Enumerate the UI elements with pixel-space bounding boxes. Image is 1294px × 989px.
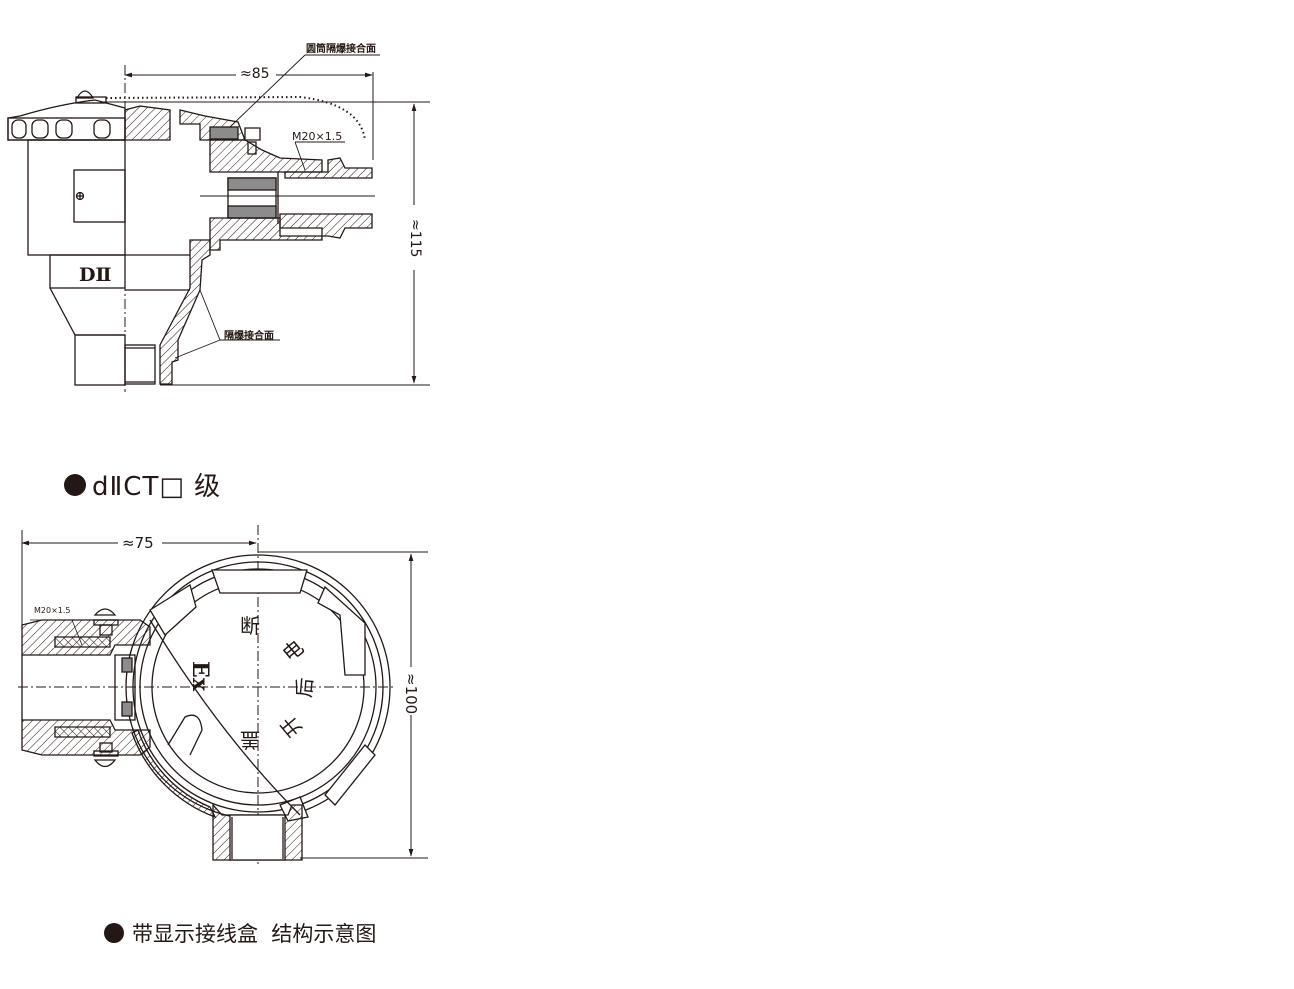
warning-char-1: 断 — [240, 614, 260, 638]
bottom-drawing-svg — [18, 525, 428, 865]
bullet-icon — [104, 923, 124, 943]
warning-char-5: 盖 — [240, 728, 260, 752]
thread-spec-label: M20×1.5 — [292, 130, 343, 143]
height-dimension-label: ≈100 — [402, 673, 420, 715]
thread-spec-label: M20×1.5 — [34, 606, 71, 615]
ex-mark: Ex — [186, 661, 213, 691]
section-heading-text: dⅡCT□ 级 — [92, 472, 222, 502]
top-drawing-svg — [7, 54, 430, 392]
section-heading: dⅡCT□ 级 — [64, 466, 221, 503]
top-drawing: 圆筒隔爆接合面 ≈85 M20×1.5 DⅡ 隔爆接合面 ≈115 — [0, 0, 440, 400]
joint-surface-label: 隔爆接合面 — [224, 331, 274, 342]
width-dimension-label: ≈85 — [240, 66, 270, 82]
cylinder-joint-surface-label: 圆筒隔爆接合面 — [306, 44, 376, 55]
caption: 带显示接线盒 结构示意图 — [104, 918, 376, 948]
bottom-drawing: ≈75 ≈100 M20×1.5 Ex 断 电 后 开 盖 — [0, 515, 440, 875]
height-dimension-label: ≈115 — [407, 219, 423, 258]
caption-text: 带显示接线盒 结构示意图 — [132, 922, 377, 946]
width-dimension-label: ≈75 — [122, 534, 154, 552]
warning-char-3: 后 — [291, 676, 318, 699]
bullet-icon — [64, 473, 86, 496]
body-marking: DⅡ — [79, 264, 112, 286]
